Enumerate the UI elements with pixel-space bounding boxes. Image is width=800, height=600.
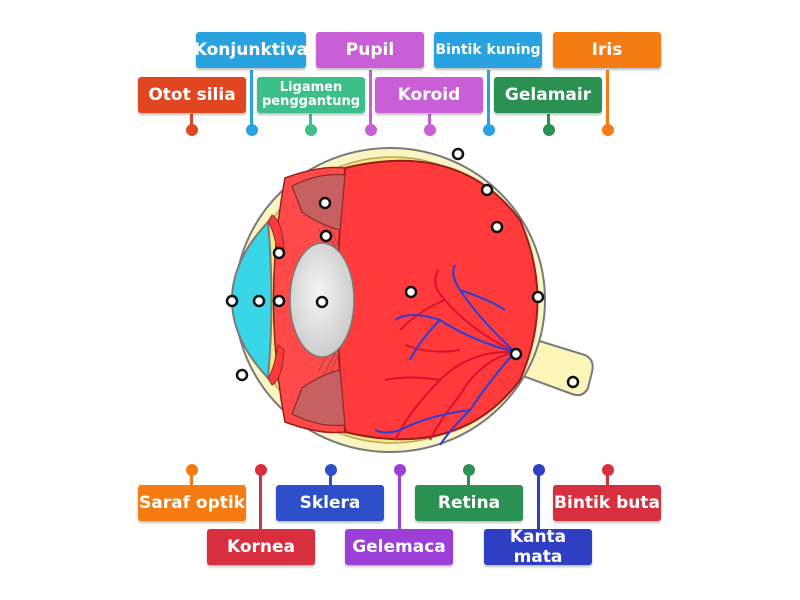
label-iris[interactable]: Iris	[553, 32, 661, 68]
pupil-knob	[365, 124, 377, 136]
label-otot-silia[interactable]: Otot silia	[138, 77, 246, 113]
gelamair-stem	[547, 114, 550, 128]
hotspot-10[interactable]	[315, 295, 329, 309]
hotspot-6[interactable]	[272, 246, 286, 260]
retina-stem	[467, 470, 470, 486]
otot-silia-stem	[190, 114, 193, 128]
label-kanta-mata[interactable]: Kanta mata	[484, 527, 592, 567]
label-koroid[interactable]: Koroid	[375, 77, 483, 113]
hotspot-12[interactable]	[531, 290, 545, 304]
hotspot-4[interactable]	[318, 196, 332, 210]
hotspot-8[interactable]	[252, 294, 266, 308]
hotspot-14[interactable]	[566, 375, 580, 389]
label-kornea[interactable]: Kornea	[207, 529, 315, 565]
ciliary-bottom	[291, 369, 346, 427]
hotspot-3[interactable]	[490, 220, 504, 234]
blood-vessels	[374, 264, 516, 446]
hotspot-5[interactable]	[319, 229, 333, 243]
konjunktiva-stem	[250, 70, 253, 128]
sklera-stem	[329, 470, 332, 486]
iris-knob	[602, 124, 614, 136]
iris-bottom	[267, 344, 285, 386]
bintik-kuning-stem	[487, 70, 490, 128]
label-sklera[interactable]: Sklera	[276, 485, 384, 521]
label-ligamen-penggantung[interactable]: Ligamen penggantung	[257, 77, 365, 113]
ligamen-knob	[305, 124, 317, 136]
konjunktiva-knob	[246, 124, 258, 136]
hotspot-7[interactable]	[225, 294, 239, 308]
hotspot-13[interactable]	[509, 347, 523, 361]
hotspot-15[interactable]	[235, 368, 249, 382]
label-pupil[interactable]: Pupil	[316, 32, 424, 68]
label-retina[interactable]: Retina	[415, 485, 523, 521]
iris-stem	[606, 70, 609, 128]
koroid-stem	[428, 114, 431, 128]
bintik-kuning-knob	[483, 124, 495, 136]
label-bintik-kuning[interactable]: Bintik kuning	[434, 32, 542, 68]
label-saraf-optik[interactable]: Saraf optik	[138, 485, 246, 521]
saraf-optik-stem	[190, 470, 193, 486]
label-gelamair[interactable]: Gelamair	[494, 77, 602, 113]
label-konjunktiva[interactable]: Konjunktiva	[194, 32, 308, 68]
gelemaca-stem	[398, 470, 401, 530]
pupil-stem	[369, 70, 372, 128]
bintik-buta-stem	[606, 470, 609, 486]
label-bintik-buta[interactable]: Bintik buta	[553, 485, 661, 521]
gelamair-knob	[543, 124, 555, 136]
ligamen-stem	[309, 114, 312, 128]
hotspot-2[interactable]	[480, 183, 494, 197]
kanta-mata-stem	[537, 470, 540, 530]
label-gelemaca[interactable]: Gelemaca	[345, 529, 453, 565]
cornea-shape	[230, 219, 273, 381]
hotspot-9[interactable]	[272, 294, 286, 308]
otot-silia-knob	[186, 124, 198, 136]
kornea-stem	[259, 470, 262, 530]
hotspot-1[interactable]	[451, 147, 465, 161]
hotspot-11[interactable]	[404, 285, 418, 299]
ciliary-top	[291, 173, 346, 231]
koroid-knob	[424, 124, 436, 136]
